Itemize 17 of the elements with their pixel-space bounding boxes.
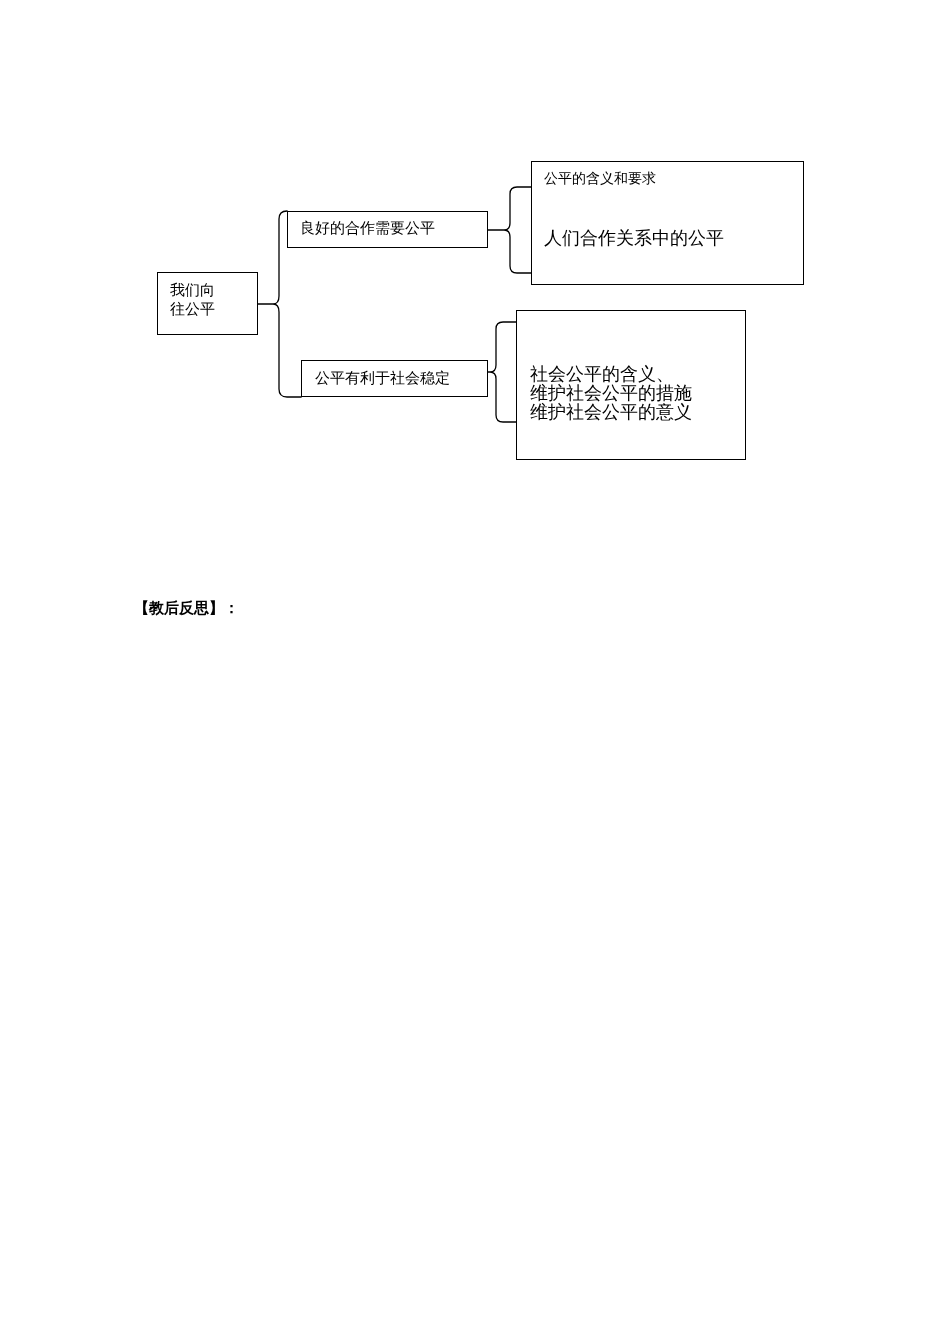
topic-text: 良好的合作需要公平 bbox=[300, 219, 435, 238]
box-text: 维护社会公平的措施 bbox=[530, 384, 692, 403]
box-text: 维护社会公平的意义 bbox=[530, 403, 692, 422]
box-heading: 公平的含义和要求 bbox=[544, 170, 656, 188]
topic-box bbox=[157, 272, 258, 335]
brace-connector bbox=[486, 321, 518, 423]
section-heading: 【教后反思】： bbox=[134, 599, 239, 618]
content-box bbox=[531, 161, 804, 285]
brace-connector bbox=[486, 186, 533, 274]
box-text: 人们合作关系中的公平 bbox=[544, 227, 724, 249]
topic-text: 我们向往公平 bbox=[170, 281, 216, 319]
content-box bbox=[516, 310, 746, 460]
topic-text: 公平有利于社会稳定 bbox=[315, 369, 450, 388]
box-text: 社会公平的含义、 bbox=[530, 365, 674, 384]
brace-connector bbox=[256, 210, 303, 398]
topic-box bbox=[287, 211, 488, 248]
topic-box bbox=[301, 360, 488, 397]
